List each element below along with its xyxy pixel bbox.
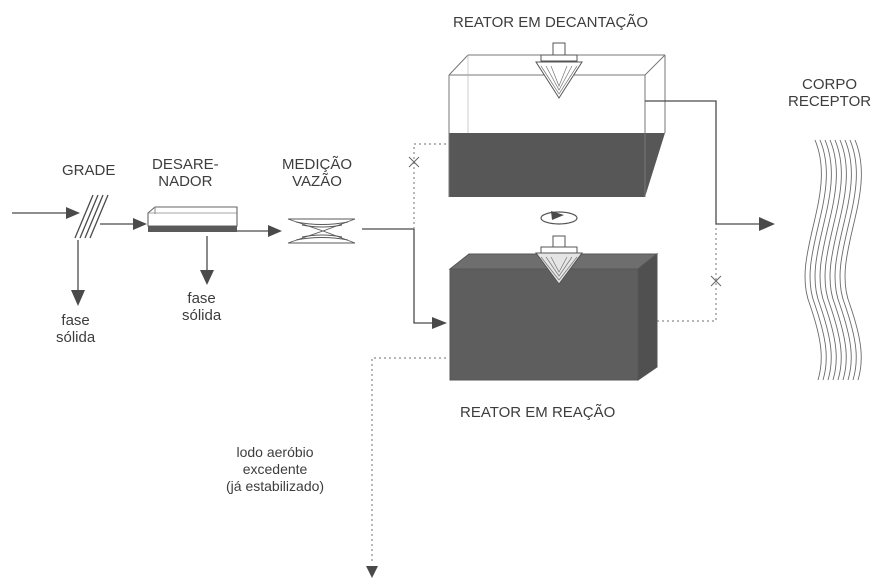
grade-screen-icon <box>74 194 109 239</box>
dotted-feed-top-reactor <box>413 143 446 229</box>
rotation-arrow-icon <box>540 211 578 225</box>
valve-icon-left <box>408 156 420 168</box>
dotted-outlet-bottom-reactor <box>657 224 717 322</box>
aerator-icon-bottom <box>535 235 583 285</box>
dotted-excess-sludge-line <box>371 357 446 562</box>
desarenador-tank-icon <box>147 206 238 232</box>
label-fase-solida-2: fase sólida <box>182 290 222 324</box>
reator-reacao-tank <box>448 252 659 381</box>
label-reator-reacao: REATOR EM REAÇÃO <box>460 404 616 421</box>
inlet-arrowhead <box>66 207 80 219</box>
label-reator-decantacao: REATOR EM DECANTAÇÃO <box>453 14 649 31</box>
valve-icon-right <box>710 275 722 287</box>
aerator-icon-top <box>535 42 583 99</box>
label-fase-solida-1: fase sólida <box>56 312 96 346</box>
label-lodo-aerobio: lodo aeróbio excedente (já estabilizado) <box>226 444 325 494</box>
label-desarenador: DESARE- NADOR <box>152 156 219 190</box>
flow-meter-icon <box>287 218 356 244</box>
label-corpo-receptor: CORPO RECEPTOR <box>788 76 872 110</box>
corpo-receptor-waves <box>804 139 862 381</box>
label-medicao-vazao: MEDIÇÃO VAZÃO <box>282 156 353 190</box>
effluent-line <box>645 100 765 225</box>
flow-line-to-reator <box>362 228 438 324</box>
label-grade: GRADE <box>62 162 116 179</box>
excess-sludge-arrowhead <box>366 566 378 578</box>
